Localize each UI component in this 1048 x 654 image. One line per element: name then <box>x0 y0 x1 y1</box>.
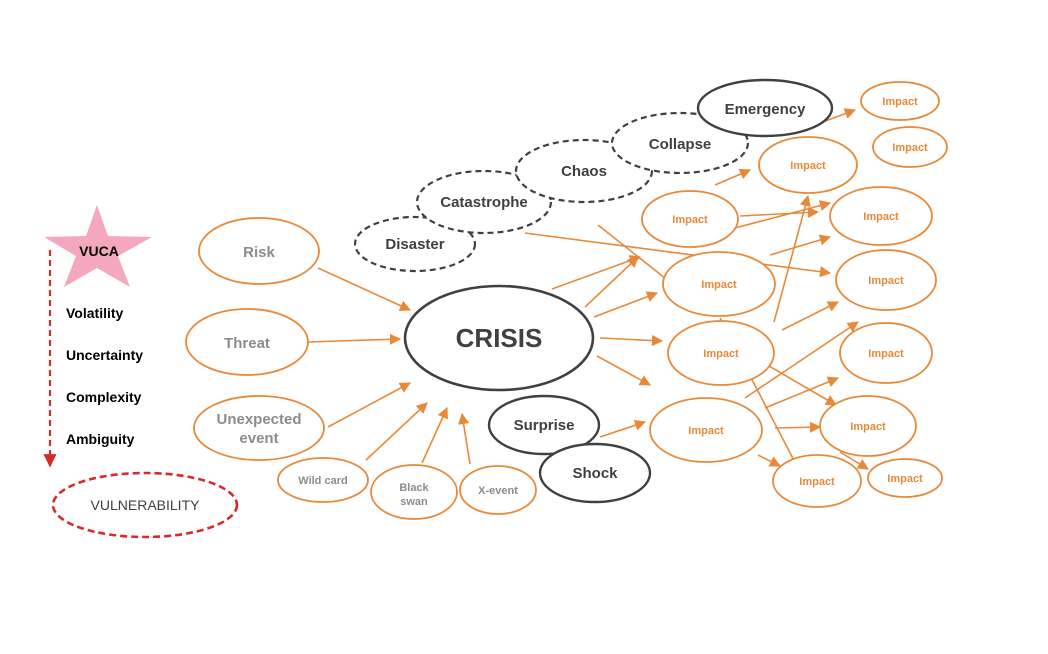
arrow-impact-d-up1 <box>744 321 859 399</box>
chaos-label: Chaos <box>561 163 607 180</box>
arrow-wildcard-crisis <box>365 402 428 461</box>
black-swan-label-line2: swan <box>400 496 428 508</box>
x-event-node <box>459 465 537 515</box>
x-event-label: X-event <box>478 485 518 497</box>
arrow-impact-a-right1 <box>739 206 820 219</box>
arrow-impact-d-down2 <box>757 454 782 467</box>
impact-label-3: Impact <box>790 160 826 172</box>
impact-labels: Impact Impact Impact Impact Impact Impac… <box>672 96 928 488</box>
arrow-crisis-impact-c <box>599 334 664 347</box>
impact-label-13: Impact <box>887 473 923 485</box>
shock-node <box>538 442 652 504</box>
wild-card-label: Wild card <box>298 475 347 487</box>
arrow-impact-a-right2 <box>734 200 832 229</box>
impact-label-6: Impact <box>701 279 737 291</box>
vuca-item-volatility: Volatility <box>66 305 124 321</box>
impact-node-3 <box>758 136 858 194</box>
vuca-label: VUCA <box>79 243 119 259</box>
emergency-node <box>696 78 834 138</box>
arrow-crisis-impact-d <box>596 355 651 386</box>
impact-node-12 <box>772 454 862 508</box>
unexpected-label-line2: event <box>239 430 278 447</box>
impact-label-11: Impact <box>850 421 886 433</box>
arrow-impact-d-right <box>764 376 840 409</box>
impact-label-2: Impact <box>892 142 928 154</box>
crisis-node <box>403 284 595 392</box>
collapse-node <box>610 111 750 175</box>
impact-nodes <box>641 81 948 508</box>
arrow-catastrophe-impact <box>524 232 832 278</box>
impact-node-1 <box>860 81 940 121</box>
arrow-threat-crisis <box>307 333 402 345</box>
impact-label-10: Impact <box>688 425 724 437</box>
threat-node <box>185 308 309 376</box>
arrow-blackswan-crisis <box>421 406 448 464</box>
impact-node-2 <box>872 126 948 168</box>
arrow-crisis-impact-b1 <box>584 256 639 308</box>
wild-card-node <box>277 457 369 503</box>
impact-node-4 <box>641 190 739 248</box>
arrow-impact-c-right <box>781 301 840 331</box>
unexpected-label-line1: Unexpected <box>216 411 301 428</box>
unexpected-event-node <box>193 395 325 461</box>
risk-label: Risk <box>243 244 275 261</box>
collapse-label: Collapse <box>649 136 712 153</box>
catastrophe-node <box>415 169 553 235</box>
arrow-impact-b-right <box>769 234 832 256</box>
black-swan-label-line1: Black <box>399 482 429 494</box>
disaster-node <box>353 215 477 273</box>
arrows <box>307 108 869 473</box>
arrow-risk-crisis <box>317 267 412 311</box>
impact-label-12: Impact <box>799 476 835 488</box>
crisis-label: CRISIS <box>456 323 543 353</box>
risk-node <box>198 217 320 285</box>
source-nodes <box>185 217 537 520</box>
arrow-collapse-impact <box>714 168 752 186</box>
source-labels: Risk Threat Unexpected event Wild card B… <box>216 244 518 508</box>
vuca-star-icon <box>44 205 152 287</box>
impact-node-11 <box>819 395 917 457</box>
impact-node-7 <box>835 249 937 311</box>
impact-label-1: Impact <box>882 96 918 108</box>
impact-label-8: Impact <box>703 348 739 360</box>
impact-node-5 <box>829 186 933 246</box>
impact-node-8 <box>667 320 775 386</box>
impact-label-9: Impact <box>868 348 904 360</box>
black-swan-node <box>370 464 458 520</box>
vuca-item-complexity: Complexity <box>66 389 142 405</box>
vulnerability-label: VULNERABILITY <box>91 497 201 513</box>
impact-label-7: Impact <box>868 275 904 287</box>
threat-label: Threat <box>224 335 270 352</box>
arrow-crisis-impact-b2 <box>593 291 659 318</box>
arrow-unexpected-crisis <box>327 382 411 428</box>
arrow-impact-e-down <box>839 451 869 470</box>
shock-label: Shock <box>572 465 618 482</box>
vulnerability-node <box>51 471 239 539</box>
surprise-label: Surprise <box>514 417 575 434</box>
arrow-impact-c-down <box>761 361 837 406</box>
arrow-impact-b-up <box>773 194 811 323</box>
arrow-impact-d-down1 <box>774 421 822 433</box>
arrow-crisis-impact-a <box>551 255 642 290</box>
emergency-label: Emergency <box>725 101 807 118</box>
arrow-xevent-crisis <box>458 412 471 465</box>
catastrophe-label: Catastrophe <box>440 194 528 211</box>
impact-node-9 <box>839 322 933 384</box>
impact-node-10 <box>649 397 763 463</box>
arrow-surprise-impact <box>599 419 647 438</box>
vuca-item-ambiguity: Ambiguity <box>66 431 135 447</box>
impact-node-6 <box>662 251 776 317</box>
escalation-labels: Disaster Catastrophe Chaos Collapse Emer… <box>385 101 806 253</box>
escalation-nodes <box>353 111 750 273</box>
disaster-label: Disaster <box>385 236 444 253</box>
impact-node-13 <box>867 458 943 498</box>
impact-label-4: Impact <box>672 214 708 226</box>
surprise-node <box>487 394 601 456</box>
impact-label-5: Impact <box>863 211 899 223</box>
vuca-item-uncertainty: Uncertainty <box>66 347 144 363</box>
